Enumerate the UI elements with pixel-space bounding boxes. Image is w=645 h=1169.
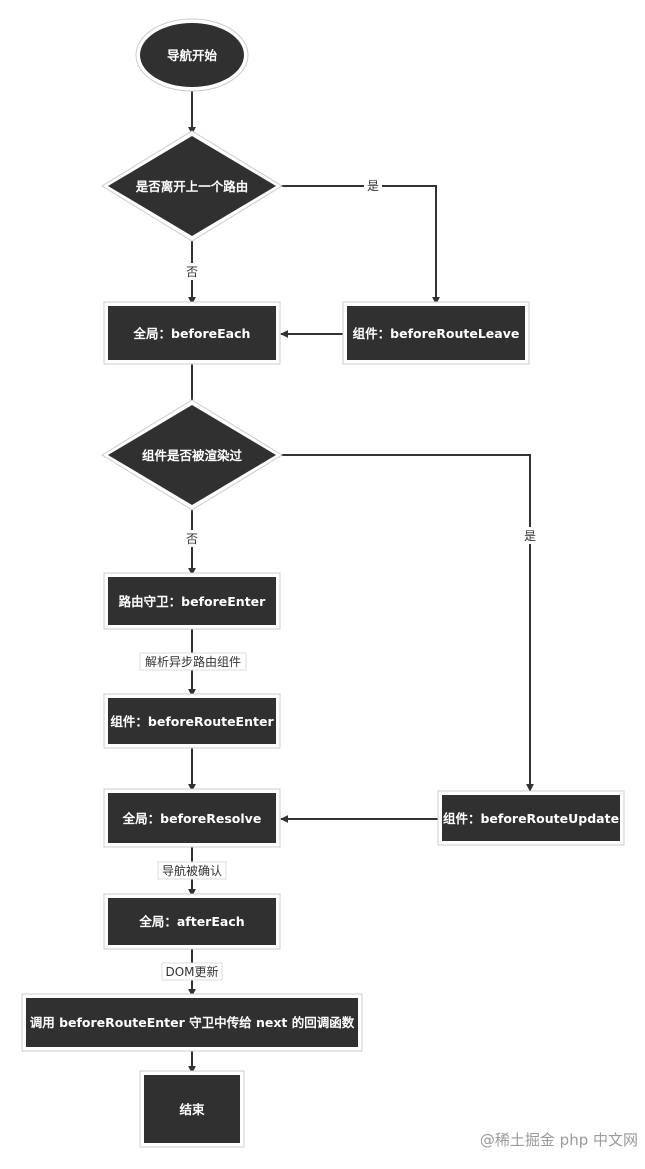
node-component-rendered-question: 组件是否被渲染过 xyxy=(101,399,283,511)
node-end-label: 结束 xyxy=(179,1102,205,1117)
edge-label-rendered-yes: 是 xyxy=(521,527,539,544)
watermark: @稀土掘金 php 中文网 xyxy=(480,1131,638,1149)
node-call-next-callback: 调用 beforeRouteEnter 守卫中传给 next 的回调函数 xyxy=(21,993,363,1052)
node-global-before-resolve-label: 全局：beforeResolve xyxy=(122,811,262,826)
svg-text:否: 否 xyxy=(186,532,198,546)
node-start-label: 导航开始 xyxy=(167,48,218,63)
edge-labels: 是 否 否 是 解析异步路由组件 导航被确认 DOM更新 xyxy=(139,177,539,981)
nodes: 导航开始 是否离开上一个路由 全局：beforeEach 组件：beforeRo… xyxy=(21,18,625,1148)
svg-text:DOM更新: DOM更新 xyxy=(165,964,218,979)
node-component-before-route-update: 组件：beforeRouteUpdate xyxy=(437,790,625,846)
node-route-before-enter-label: 路由守卫：beforeEnter xyxy=(119,594,266,609)
edge-label-leave-yes: 是 xyxy=(364,177,382,194)
node-global-before-each: 全局：beforeEach xyxy=(103,301,281,365)
node-leave-route-question: 是否离开上一个路由 xyxy=(101,130,283,242)
watermark-text: @稀土掘金 php 中文网 xyxy=(480,1131,638,1149)
node-call-next-callback-label: 调用 beforeRouteEnter 守卫中传给 next 的回调函数 xyxy=(30,1015,355,1030)
node-leave-route-question-label: 是否离开上一个路由 xyxy=(135,179,249,194)
node-component-before-route-leave: 组件：beforeRouteLeave xyxy=(342,301,530,365)
node-component-rendered-question-label: 组件是否被渲染过 xyxy=(142,448,243,463)
edge-label-resolve-async: 解析异步路由组件 xyxy=(139,652,247,671)
edge-label-nav-confirmed: 导航被确认 xyxy=(157,861,227,880)
node-component-before-route-leave-label: 组件：beforeRouteLeave xyxy=(353,326,520,341)
edge-rendered-q-yes xyxy=(276,454,534,792)
node-global-after-each-label: 全局：afterEach xyxy=(138,914,244,929)
node-end: 结束 xyxy=(139,1070,245,1148)
node-global-before-resolve: 全局：beforeResolve xyxy=(103,788,281,848)
svg-text:是: 是 xyxy=(367,179,379,193)
node-start: 导航开始 xyxy=(135,18,249,92)
svg-text:导航被确认: 导航被确认 xyxy=(162,863,222,878)
edge-label-dom-update: DOM更新 xyxy=(161,962,223,981)
node-route-before-enter: 路由守卫：beforeEnter xyxy=(103,572,281,630)
edge-label-rendered-no: 否 xyxy=(183,530,201,547)
node-component-before-route-enter-label: 组件：beforeRouteEnter xyxy=(110,714,274,729)
node-global-after-each: 全局：afterEach xyxy=(103,893,281,950)
svg-text:是: 是 xyxy=(524,529,536,543)
node-global-before-each-label: 全局：beforeEach xyxy=(133,326,251,341)
svg-text:解析异步路由组件: 解析异步路由组件 xyxy=(145,654,241,669)
edge-leave-q-yes xyxy=(277,185,440,305)
edge-label-leave-no: 否 xyxy=(183,263,201,280)
node-component-before-route-enter: 组件：beforeRouteEnter xyxy=(103,693,281,749)
edges xyxy=(188,90,534,1074)
svg-text:否: 否 xyxy=(186,265,198,279)
node-component-before-route-update-label: 组件：beforeRouteUpdate xyxy=(443,811,619,826)
